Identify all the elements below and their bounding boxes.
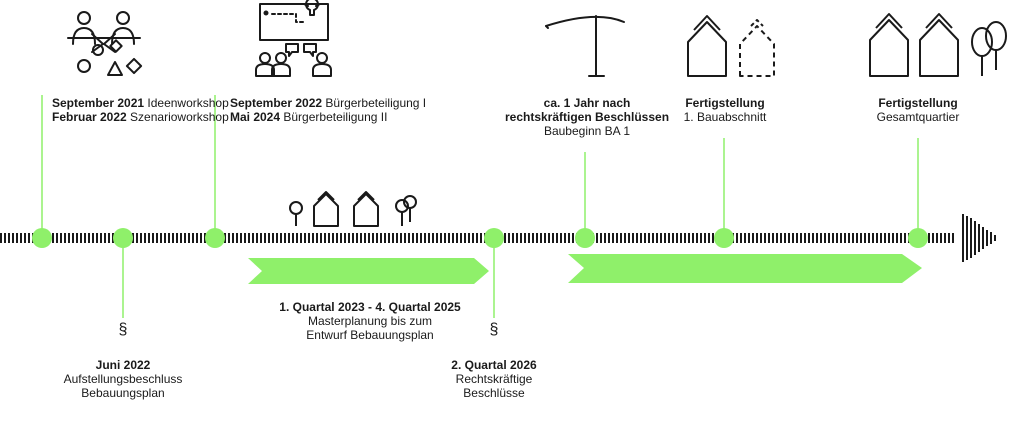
milestone-text: Aufstellungsbeschluss [63, 372, 183, 386]
neighbourhood-icon [289, 191, 417, 227]
phase-heading: 1. Quartal 2023 - 4. Quartal 2025 [279, 300, 461, 314]
milestone-text: Beschlüsse [463, 386, 525, 400]
milestone-date: Februar 2022 [52, 110, 127, 124]
milestone-text: Bebauungsplan [81, 386, 165, 400]
milestone-phase1-complete: Fertigstellung 1. Bauabschnitt [684, 96, 767, 124]
milestone-quarter-complete: Fertigstellung Gesamtquartier [877, 96, 960, 124]
phase-arrow-bau [568, 254, 922, 283]
house-outline-icon [687, 15, 775, 77]
quarter-icon [869, 13, 1007, 77]
timeline-axis [0, 233, 956, 243]
milestone-date: Mai 2024 [230, 110, 281, 124]
milestone-construction-start: ca. 1 Jahr nach rechtskräftigen Beschlüs… [505, 96, 669, 138]
milestone-text: Baubeginn BA 1 [543, 124, 631, 138]
milestone-text: Rechtskräftige [455, 372, 533, 386]
milestone-text: Bürgerbeteiligung I [322, 96, 427, 110]
milestone-heading: Juni 2022 [95, 358, 151, 372]
milestone-text: 1. Bauabschnitt [683, 110, 767, 124]
workshop-icon [67, 11, 143, 76]
milestone-legal-2026: 2. Quartal 2026 Rechtskräftige Beschlüss… [451, 358, 536, 400]
milestone-workshops: September 2021 Ideenworkshop Februar 202… [52, 96, 229, 124]
paragraph-icon: § [489, 321, 499, 338]
milestone-dots [32, 228, 928, 248]
connector-lines [41, 95, 919, 318]
phase-text: Entwurf Bebauungsplan [306, 328, 434, 342]
milestone-decision-2022: Juni 2022 Aufstellungsbeschluss Bebauung… [64, 358, 183, 400]
timeline-end-arrow [962, 214, 996, 262]
phase-masterplanung-label: 1. Quartal 2023 - 4. Quartal 2025 Master… [279, 300, 460, 342]
milestone-date: September 2022 [230, 96, 323, 110]
crane-icon [545, 15, 625, 77]
milestone-text: Ideenworkshop [144, 96, 229, 110]
milestone-text: Bürgerbeteiligung II [280, 110, 388, 124]
milestone-date: September 2021 [52, 96, 145, 110]
milestone-text: Szenarioworkshop [126, 110, 229, 124]
milestone-text: Gesamtquartier [876, 110, 960, 124]
milestone-heading: rechtskräftigen Beschlüssen [504, 110, 670, 124]
phase-text: Masterplanung bis zum [307, 314, 433, 328]
milestone-heading: 2. Quartal 2026 [451, 358, 537, 372]
milestone-heading: ca. 1 Jahr nach [543, 96, 631, 110]
milestone-participation: September 2022 Bürgerbeteiligung I Mai 2… [230, 96, 426, 124]
participation-icon [255, 0, 332, 77]
paragraph-icon: § [118, 321, 128, 338]
phase-arrow-masterplanung [248, 258, 489, 284]
milestone-heading: Fertigstellung [878, 96, 958, 110]
milestone-heading: Fertigstellung [685, 96, 765, 110]
